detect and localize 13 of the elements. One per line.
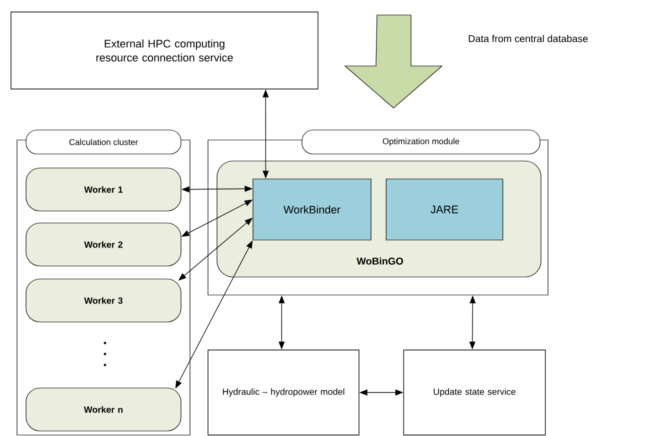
worker-box: Worker 3 bbox=[26, 278, 182, 322]
worker-box: Worker 2 bbox=[26, 222, 182, 266]
panel-header: Calculation cluster bbox=[26, 130, 182, 154]
data-arrow bbox=[344, 14, 443, 108]
process-box: Update state service bbox=[403, 350, 546, 436]
note-text: Data from central database bbox=[468, 34, 588, 42]
worker-box: Worker 1 bbox=[26, 168, 182, 212]
process-box: Hydraulic – hydropower model bbox=[208, 350, 360, 436]
process-box: External HPC computing resource connection service bbox=[10, 12, 318, 90]
worker-box: Worker n bbox=[26, 388, 182, 432]
component-box: JARE bbox=[386, 178, 504, 240]
component-box: WorkBinder bbox=[252, 178, 372, 240]
panel-header: Optimization module bbox=[302, 130, 540, 154]
